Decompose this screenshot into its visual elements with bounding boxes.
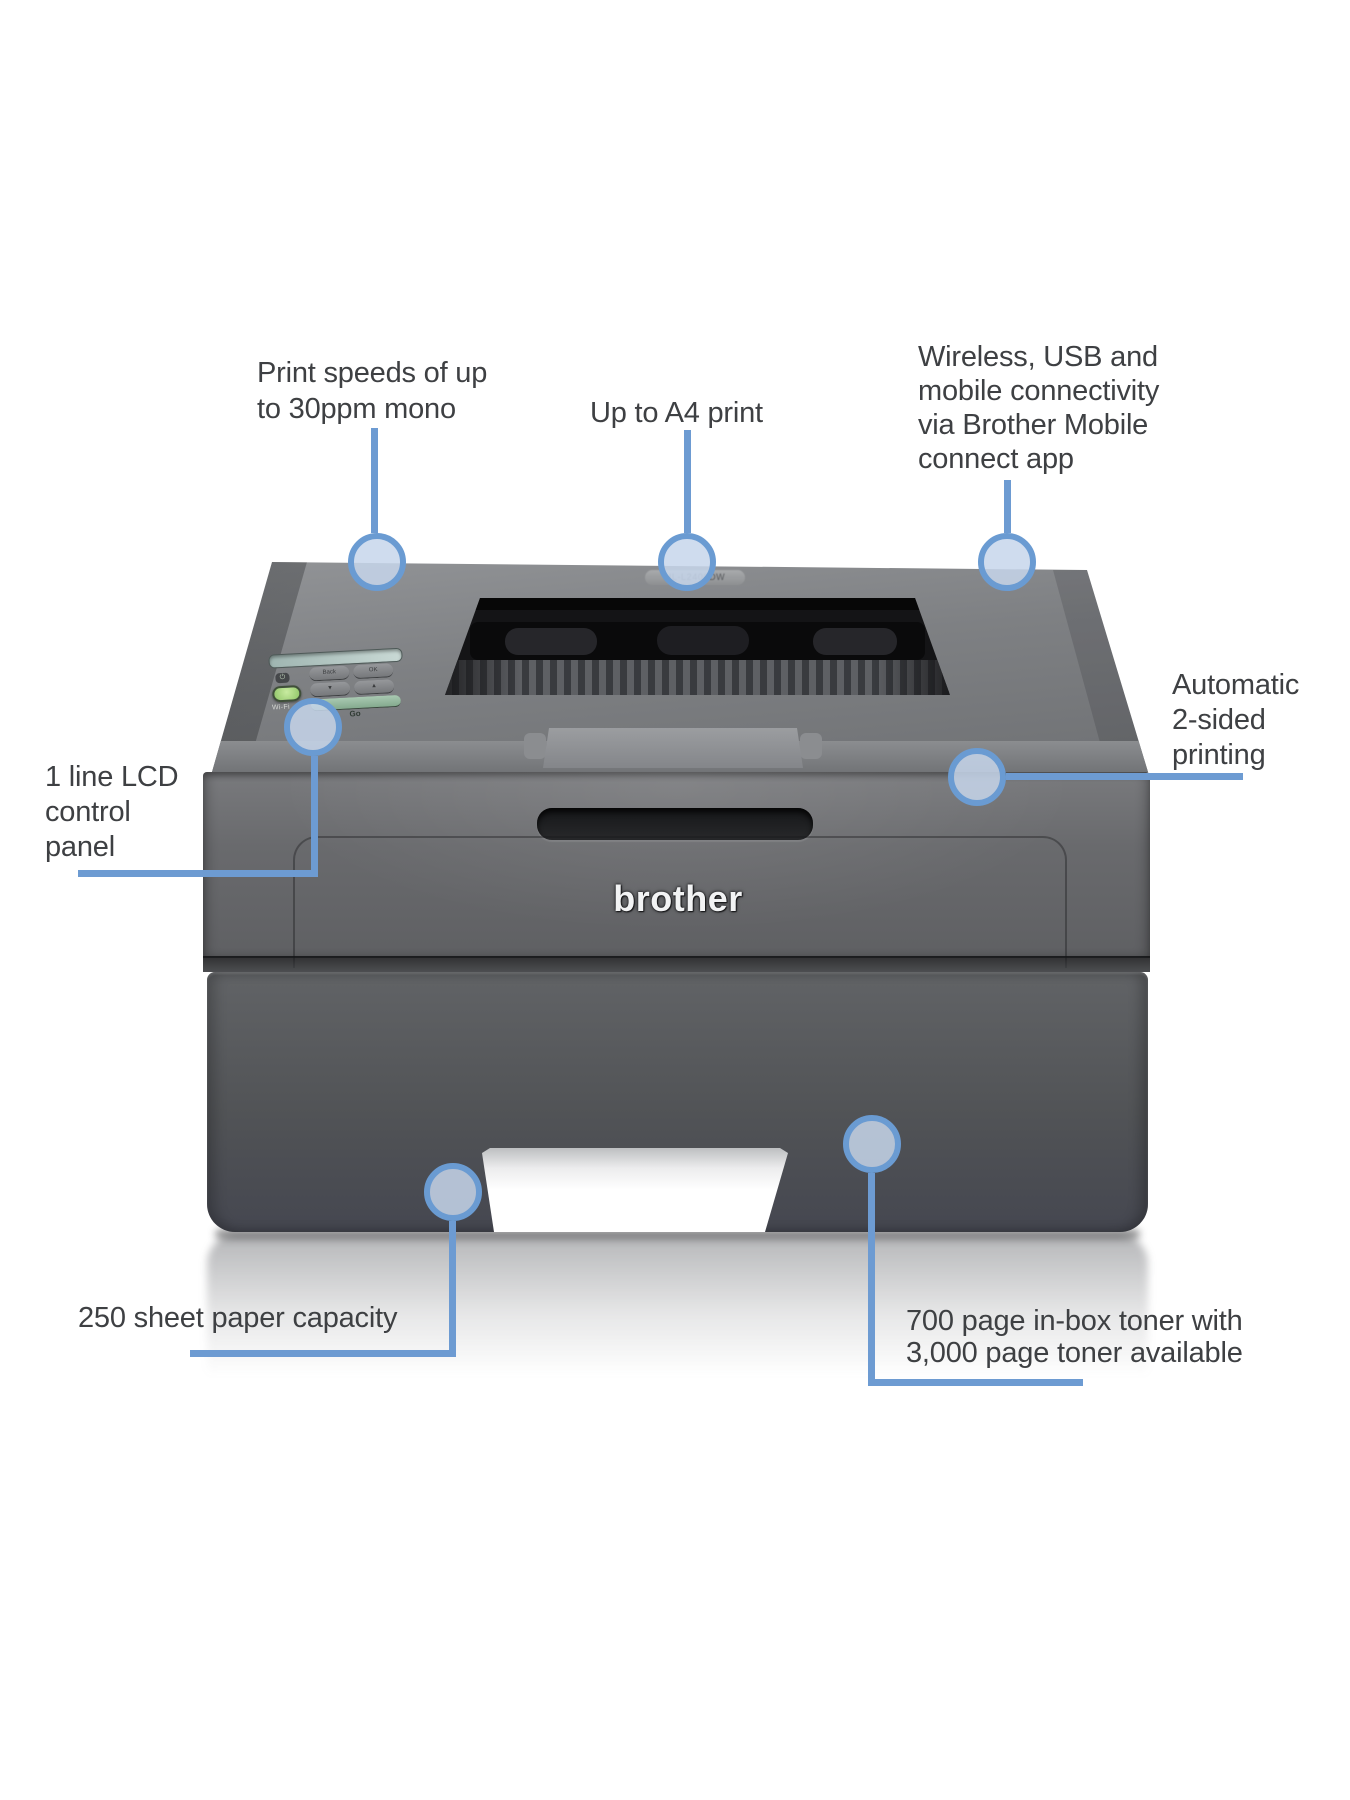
callout-line: connect app: [918, 443, 1074, 475]
marker-circle-lcd: [284, 698, 342, 756]
panel-sheen: [203, 772, 1150, 958]
marker-circle-duplex: [948, 748, 1006, 806]
marker-circle-toner: [843, 1115, 901, 1173]
callout-a4-print: Up to A4 print: [590, 398, 763, 428]
callout-print-speed: Print speeds of up to 30ppm mono: [257, 355, 487, 427]
callout-duplex: Automatic 2-sided printing: [1172, 668, 1299, 773]
power-button: ⏻: [275, 672, 290, 684]
back-button: Back: [308, 665, 350, 682]
callout-line: 2-sided: [1172, 704, 1266, 736]
paper-stopper-tab: [800, 733, 822, 759]
callout-paper-capacity: 250 sheet paper capacity: [78, 1303, 397, 1334]
tray-grip-notch: [482, 1148, 788, 1232]
leader-line-toner-horizontal: [868, 1379, 1083, 1386]
callout-line: Wireless, USB and: [918, 341, 1158, 373]
callout-line: 1 line LCD: [45, 761, 179, 793]
callout-line: control: [45, 796, 131, 828]
up-arrow-button: ▲: [353, 679, 395, 696]
marker-circle-connectivity: [978, 533, 1036, 591]
paper-tray: [207, 972, 1148, 1232]
leader-line-toner-vertical: [868, 1173, 875, 1386]
paper-stopper-flap: [543, 728, 803, 768]
leader-line-duplex: [1006, 773, 1243, 780]
leader-line-paper-horizontal: [190, 1350, 456, 1357]
output-tray-opening: [445, 598, 950, 695]
leader-line-connectivity: [1004, 480, 1011, 533]
wifi-button-label: Wi-Fi: [271, 703, 291, 712]
brother-logo: brother: [613, 878, 743, 919]
control-panel: ⏻ Wi-Fi Back OK ▼ ▲ Go: [262, 642, 426, 722]
callout-toner: 700 page in-box toner with 3,000 page to…: [906, 1305, 1243, 1369]
printer-front-panel: brother: [203, 772, 1150, 968]
callout-line: Print speeds of up: [257, 357, 488, 389]
leader-line-print-speed: [371, 428, 378, 533]
marker-circle-a4: [658, 533, 716, 591]
callout-line: panel: [45, 831, 115, 863]
callout-line: Automatic: [1172, 669, 1300, 701]
callout-connectivity: Wireless, USB and mobile connectivity vi…: [918, 340, 1159, 476]
front-handle-slot: [537, 808, 813, 840]
wifi-button: [271, 685, 302, 703]
recess-shadow: [475, 598, 920, 610]
callout-line: 250 sheet paper capacity: [78, 1302, 398, 1334]
callout-line: Up to A4 print: [590, 397, 763, 429]
go-button-label: Go: [349, 708, 361, 719]
paper-stopper-tab: [524, 733, 546, 759]
output-roller: [813, 628, 897, 655]
leader-line-a4: [684, 430, 691, 533]
ok-button: OK: [352, 663, 394, 680]
callout-line: 3,000 page toner available: [906, 1337, 1243, 1369]
leader-line-lcd-vertical: [311, 756, 318, 877]
floor-reflection: [207, 1234, 1148, 1424]
callout-line: via Brother Mobile: [918, 409, 1149, 441]
callout-line: to 30ppm mono: [257, 393, 456, 425]
callout-lcd-panel: 1 line LCD control panel: [45, 760, 179, 865]
output-roller: [505, 628, 597, 655]
output-roller: [657, 626, 749, 655]
callout-line: 700 page in-box toner with: [906, 1305, 1243, 1337]
down-arrow-button: ▼: [309, 681, 351, 698]
leader-line-lcd-horizontal: [78, 870, 318, 877]
marker-circle-print-speed: [348, 533, 406, 591]
rib-shading: [445, 660, 950, 695]
leader-line-paper-vertical: [449, 1221, 456, 1357]
callout-line: printing: [1172, 739, 1266, 771]
callout-line: mobile connectivity: [918, 375, 1160, 407]
marker-circle-paper: [424, 1163, 482, 1221]
floor-shadow: [215, 1229, 1140, 1239]
front-cover-seam: [293, 836, 1067, 968]
body-tray-seam: [203, 956, 1150, 972]
